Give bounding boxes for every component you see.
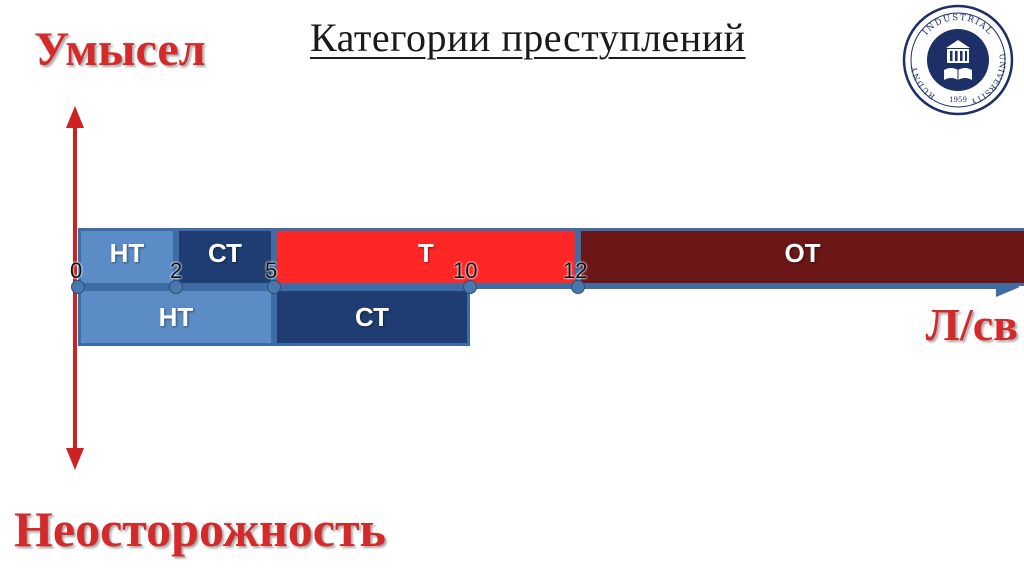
negligence-segment-minor: НТ [78,288,274,346]
tick-label-10: 10 [453,258,478,283]
tick-dot-5 [267,280,281,294]
negligence-segment-medium: СТ [274,288,470,346]
intent-segment-medium-label: СТ [207,237,242,268]
tick-dot-10 [463,280,477,294]
intent-segment-minor: НТ [78,228,176,286]
tick-label-12: 12 [563,258,588,283]
intent-segment-grave: Т [274,228,578,286]
negligence-label: Неосторожность [14,501,386,557]
intent-segment-especially-grave-label: ОТ [784,237,821,268]
intent-segment-minor-label: НТ [109,237,145,268]
negligence-segment-minor-label: НТ [158,301,194,332]
tick-dot-0 [71,280,85,294]
tick-dot-2 [169,280,183,294]
axis-label-freedom-deprivation: Л/св [925,299,1018,350]
university-seal-logo: INDUSTRIAL RUDNY UNIVERSITY 1959 [902,4,1014,116]
tick-label-2: 2 [170,258,183,283]
intent-segment-medium: СТ [176,228,274,286]
intent-segment-grave-label: Т [418,237,434,268]
tick-label-5: 5 [265,258,278,283]
logo-year: 1959 [949,96,967,104]
intent-segment-especially-grave: ОТ [578,228,1024,286]
intent-label: Умысел [34,23,206,76]
slide-title: Категории преступлений [310,15,746,60]
negligence-segment-medium-label: СТ [354,301,389,332]
tick-dot-12 [571,280,585,294]
tick-label-0: 0 [70,258,83,283]
